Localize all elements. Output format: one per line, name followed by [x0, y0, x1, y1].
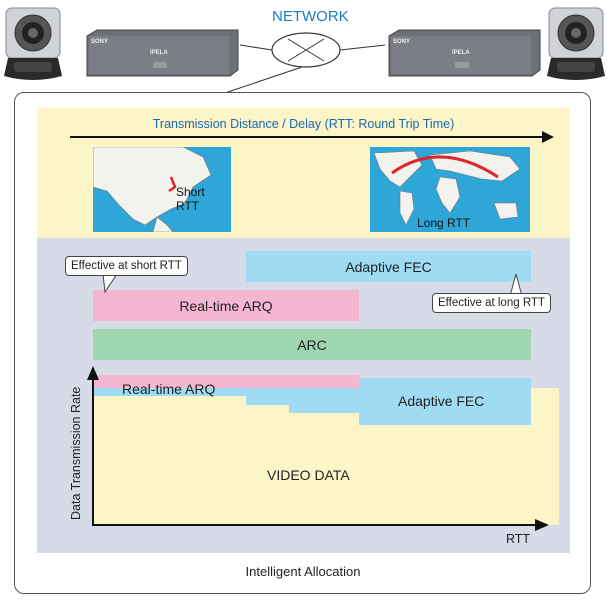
- distance-arrow: [70, 131, 554, 143]
- network-link-down: [224, 65, 306, 94]
- callout-short-rtt: Effective at short RTT: [65, 256, 188, 276]
- camera-right-icon: [547, 7, 605, 80]
- encoder-right-brand: SONY: [393, 39, 411, 45]
- allocation-adaptive-fec-label: Adaptive FEC: [398, 393, 485, 409]
- encoder-right-model: IPELA: [452, 50, 470, 56]
- caption: Intelligent Allocation: [245, 564, 361, 579]
- encoder-right-icon: [388, 29, 541, 77]
- network-label: NETWORK: [272, 8, 349, 25]
- north-america-map-icon: [93, 147, 212, 232]
- allocation-video-label: VIDEO DATA: [267, 467, 350, 483]
- encoder-left: SONY IPELA: [85, 28, 240, 80]
- bar-adaptive-fec-label: Adaptive FEC: [345, 258, 432, 275]
- bar-arc: ARC: [93, 329, 531, 360]
- x-axis-label: RTT: [506, 532, 531, 546]
- map-short-rtt: Short RTT: [93, 147, 231, 232]
- network-link-left: [239, 44, 273, 51]
- bar-adaptive-fec: Adaptive FEC: [246, 251, 531, 282]
- bar-realtime-arq: Real-time ARQ: [93, 290, 359, 321]
- encoder-right: SONY IPELA: [387, 28, 542, 80]
- realtime-arq-region: [93, 375, 359, 388]
- adaptive-fec-region: [93, 378, 531, 425]
- encoder-left-model: IPELA: [150, 50, 168, 56]
- bar-realtime-arq-label: Real-time ARQ: [179, 297, 273, 314]
- allocation-realtime-arq-label: Real-time ARQ: [122, 381, 216, 397]
- distance-title: Transmission Distance / Delay (RTT: Roun…: [152, 117, 455, 131]
- camera-left-icon: [4, 7, 62, 80]
- callout-long-pointer: [509, 274, 523, 296]
- short-rtt-label: Short RTT: [176, 185, 205, 213]
- y-axis-label: Data Transmission Rate: [69, 386, 83, 520]
- map-long-rtt: Long RTT: [370, 147, 530, 232]
- allocation-chart: [87, 366, 559, 531]
- long-rtt-label: Long RTT: [417, 216, 471, 230]
- callout-short-pointer: [102, 274, 118, 294]
- network-diagram: [224, 32, 386, 94]
- network-link-right: [339, 44, 386, 51]
- encoder-left-icon: [86, 29, 239, 77]
- world-map-icon: [373, 150, 521, 226]
- bar-arc-label: ARC: [297, 336, 327, 353]
- encoder-left-brand: SONY: [91, 39, 109, 45]
- callout-long-rtt: Effective at long RTT: [432, 293, 551, 313]
